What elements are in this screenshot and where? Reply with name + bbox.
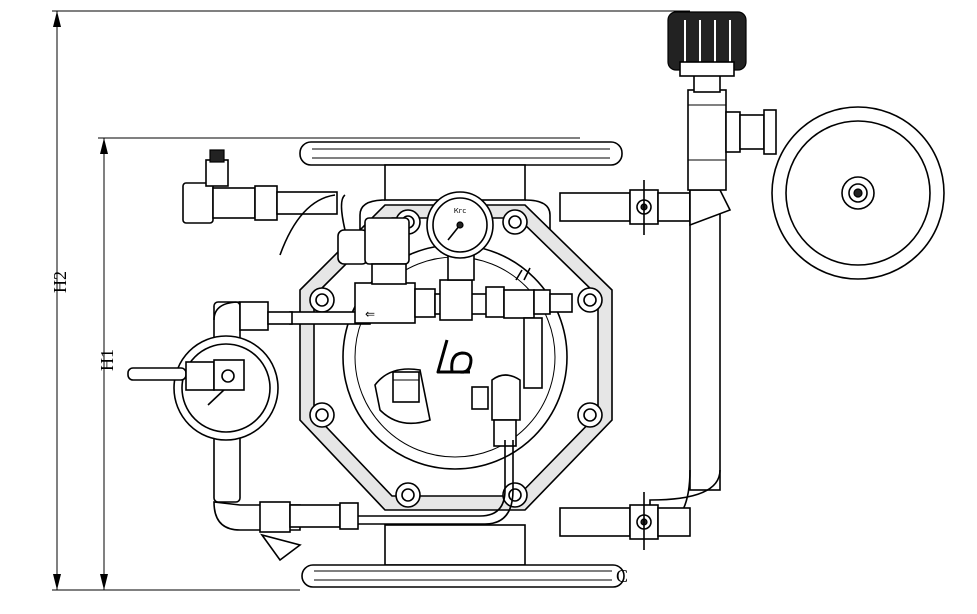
h1-label: H1 [97, 349, 117, 371]
h2-label: H2 [50, 271, 70, 293]
bolt [309, 402, 335, 428]
bolt [577, 402, 603, 428]
bolt [577, 287, 603, 313]
lo-logo-icon [436, 339, 473, 374]
main-pressure-gauge: Кгс [426, 191, 494, 281]
inner-fitting-right [471, 374, 521, 447]
top-cap [667, 11, 747, 77]
flow-arrow-icon: ⇐ [365, 307, 375, 321]
solenoid-valve [337, 194, 410, 285]
gauge-ball-valve [127, 359, 245, 391]
c-label: C [616, 566, 628, 586]
upper-trim-line: ⇐ [289, 267, 573, 389]
top-flange [299, 141, 623, 240]
gauge-unit-label: Кгс [454, 207, 467, 215]
bolt [309, 287, 335, 313]
inner-fitting-left [374, 368, 431, 425]
bolt [502, 482, 528, 508]
bolt [395, 482, 421, 508]
alarm-gong [771, 106, 945, 280]
right-riser-pipe [649, 189, 732, 531]
upper-left-drain-valve [182, 149, 338, 256]
top-tee-fitting [687, 73, 777, 191]
bottom-flange [301, 524, 625, 588]
bolt [502, 209, 528, 235]
right-lower-ball-valve [559, 492, 691, 550]
right-upper-ball-valve [559, 180, 691, 235]
bottom-drain-line [213, 440, 514, 562]
dimension-h1 [98, 137, 580, 591]
